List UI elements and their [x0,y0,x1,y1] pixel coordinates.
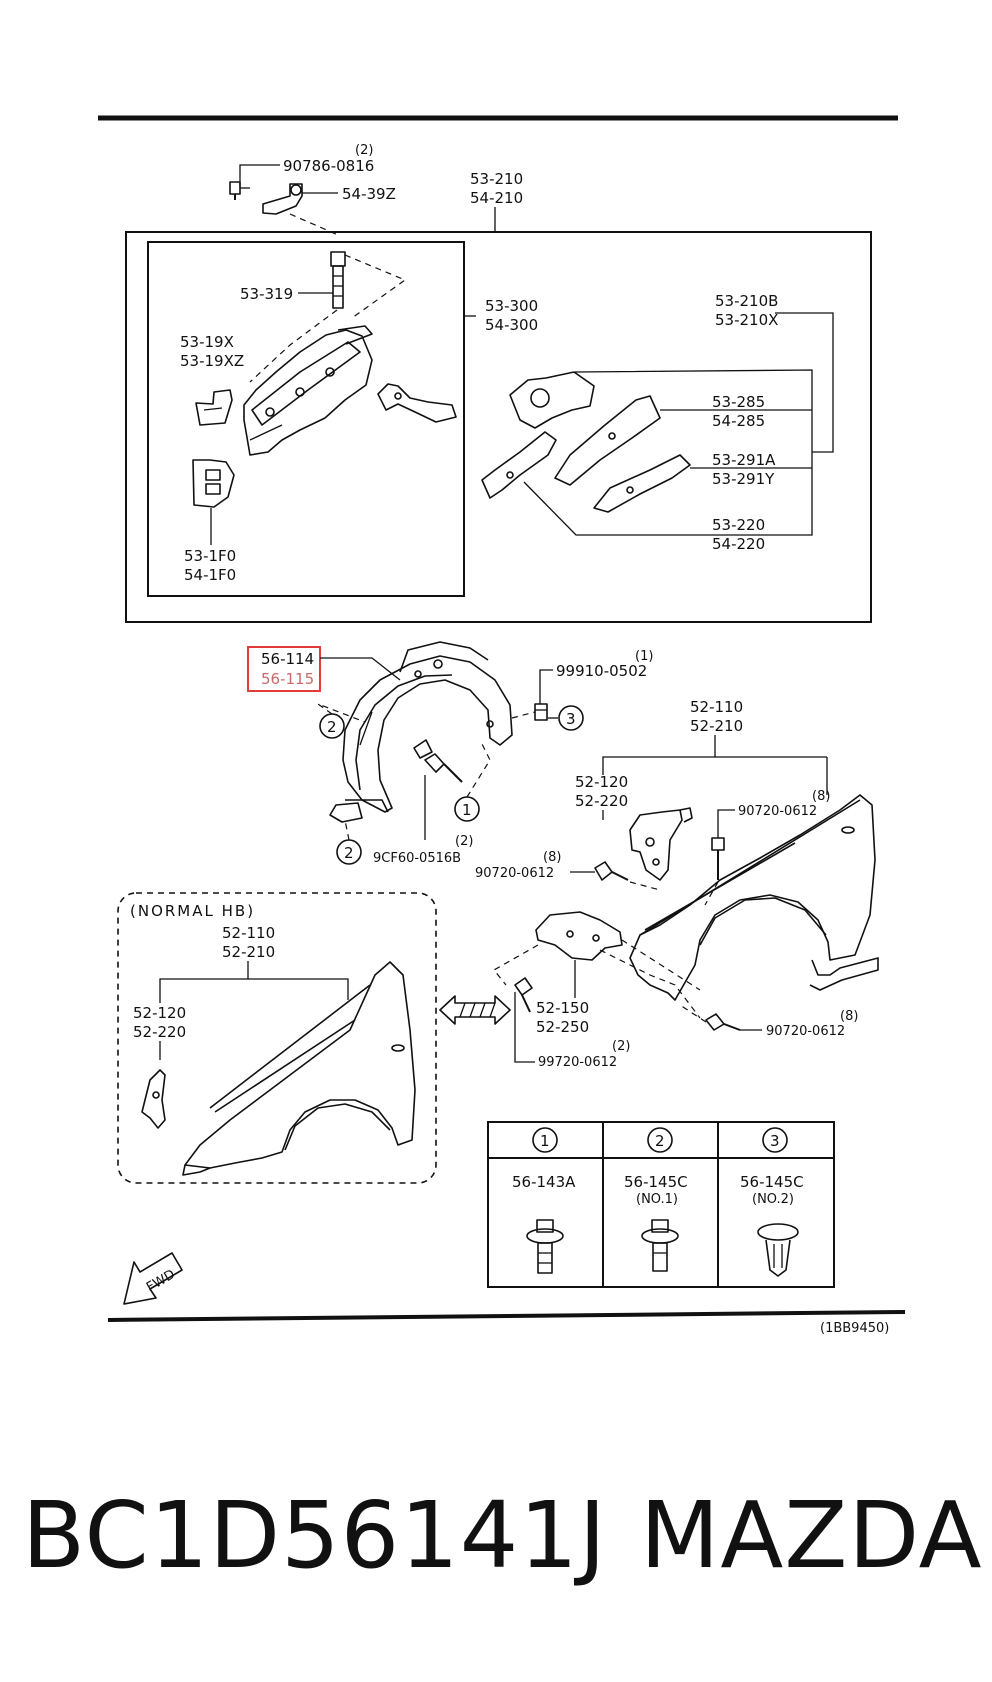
bracket-54-39z-icon [262,183,303,215]
bottom-rule [107,1310,906,1322]
callout-2-liner-left: 2 [317,703,366,739]
clip-99910-icon [534,703,548,721]
label-frame-291-1: 53-291A [712,451,776,469]
label-bracket-top: 54-39Z [342,185,396,203]
label-bracket-19x-2: 53-19XZ [180,352,244,370]
label-bolt-b-qty: (8) [543,850,561,865]
fwd-label: FWD [144,1267,178,1295]
bolt-99720-icon [514,977,533,1013]
front-side-member-icon [243,325,373,456]
frame-53-210b-icon [509,371,595,429]
label-hb-brk-2: 52-220 [133,1023,186,1041]
footer-brand: MAZDA [640,1482,983,1589]
label-frame-210b-1: 53-210B [715,292,778,310]
frame-53-291a-icon [593,454,691,513]
bolt-53-319-icon [330,251,346,309]
callout-1-liner: 1 [454,739,491,822]
fwd-arrow-icon: FWD [123,1252,183,1305]
bolt-90786-icon [229,181,250,200]
label-bolt-top-qty: (2) [355,143,373,158]
label-bracket-1f0-2: 54-1F0 [184,566,236,584]
bolt-90720-c-icon [705,1013,741,1031]
label-hb-brk-1: 52-120 [133,1004,186,1022]
svg-text:2: 2 [344,844,354,862]
table-part-2: 56-145C [624,1173,688,1191]
label-ref-code: (1BB9450) [820,1321,889,1336]
label-frame-291-2: 53-291Y [712,470,775,488]
label-bolt-a-qty: (8) [812,789,830,804]
svg-text:3: 3 [566,710,576,728]
table-note-2: (NO.1) [636,1192,678,1207]
label-frame-220-2: 54-220 [712,535,765,553]
label-bolt-b: 90720-0612 [475,866,554,881]
screw-9cf60-icon [413,739,463,783]
callout-2-liner-bottom: 2 [336,819,362,865]
label-bolt-d-qty: (2) [612,1039,630,1054]
bracket-53-1f0-icon [192,459,235,508]
hb-fender-bracket-icon [141,1069,166,1129]
table-note-3: (NO.2) [752,1192,794,1207]
table-part-3: 56-145C [740,1173,804,1191]
label-bolt-c: 90720-0612 [766,1024,845,1039]
frame-53-220-icon [481,431,557,499]
label-hb-fender-1: 52-110 [222,924,275,942]
fender-liner-icon [329,641,513,823]
label-screw-liner: 9CF60-0516B [373,851,461,866]
label-clip-top: 99910-0502 [556,662,647,680]
fender-bracket-icon [629,807,693,881]
label-fender-2: 52-210 [690,717,743,735]
hb-front-fender-icon [182,961,416,1176]
label-brace-2: 52-250 [536,1018,589,1036]
label-hb-fender-2: 52-210 [222,943,275,961]
sub-assembly-box [147,241,465,597]
label-bolt-d: 99720-0612 [538,1055,617,1070]
label-frame-220-1: 53-220 [712,516,765,534]
member-bracket-icon [377,383,457,423]
label-bolt-a: 90720-0612 [738,804,817,819]
label-screw-liner-qty: (2) [455,834,473,849]
bolt-90720-a-icon [711,837,725,880]
label-bolt-319: 53-319 [240,285,293,303]
label-frame-210b-2: 53-210X [715,311,778,329]
label-bolt-top: 90786-0816 [283,157,374,175]
callout-3-liner: 3 [548,705,584,731]
screw-56-143a-icon [526,1219,564,1274]
label-member-assy-2: 54-210 [470,189,523,207]
brace-52-150-icon [535,911,623,961]
footer-part-number: BC1D56141J [22,1482,607,1589]
table-header-2: 2 [655,1132,665,1150]
clip-56-145c-icon [757,1223,799,1277]
front-fender-icon [629,794,879,1001]
interchange-arrow-icon [439,995,511,1025]
table-header-3: 3 [770,1132,780,1150]
label-brace-1: 52-150 [536,999,589,1017]
table-part-1: 56-143A [512,1173,576,1191]
bracket-53-19x-icon [195,389,233,426]
label-member-assy-1: 53-210 [470,170,523,188]
label-frame-285-2: 54-285 [712,412,765,430]
label-bracket-1f0-1: 53-1F0 [184,547,236,565]
label-liner-1: 56-114 [261,650,314,668]
part-highlight-box [247,646,321,692]
label-bracket-19x-1: 53-19X [180,333,234,351]
label-bolt-c-qty: (8) [840,1009,858,1024]
label-normal-hb: (NORMAL HB) [130,902,255,920]
svg-text:2: 2 [327,718,337,736]
label-sub-assy-1: 53-300 [485,297,538,315]
label-clip-top-qty: (1) [635,649,653,664]
label-sub-assy-2: 54-300 [485,316,538,334]
svg-text:1: 1 [462,801,472,819]
assembly-frame-box [125,231,872,623]
label-fender-brk-2: 52-220 [575,792,628,810]
label-liner-2: 56-115 [261,670,314,688]
table-header-1: 1 [540,1132,550,1150]
screw-56-145c-icon [641,1219,679,1272]
bolt-90720-b-icon [594,861,629,881]
frame-53-285-icon [554,395,661,486]
label-frame-285-1: 53-285 [712,393,765,411]
fastener-table: 1 2 3 56-143A 56-145C (NO.1) 56-145C (NO… [487,1121,835,1288]
label-fender-1: 52-110 [690,698,743,716]
label-fender-brk-1: 52-120 [575,773,628,791]
